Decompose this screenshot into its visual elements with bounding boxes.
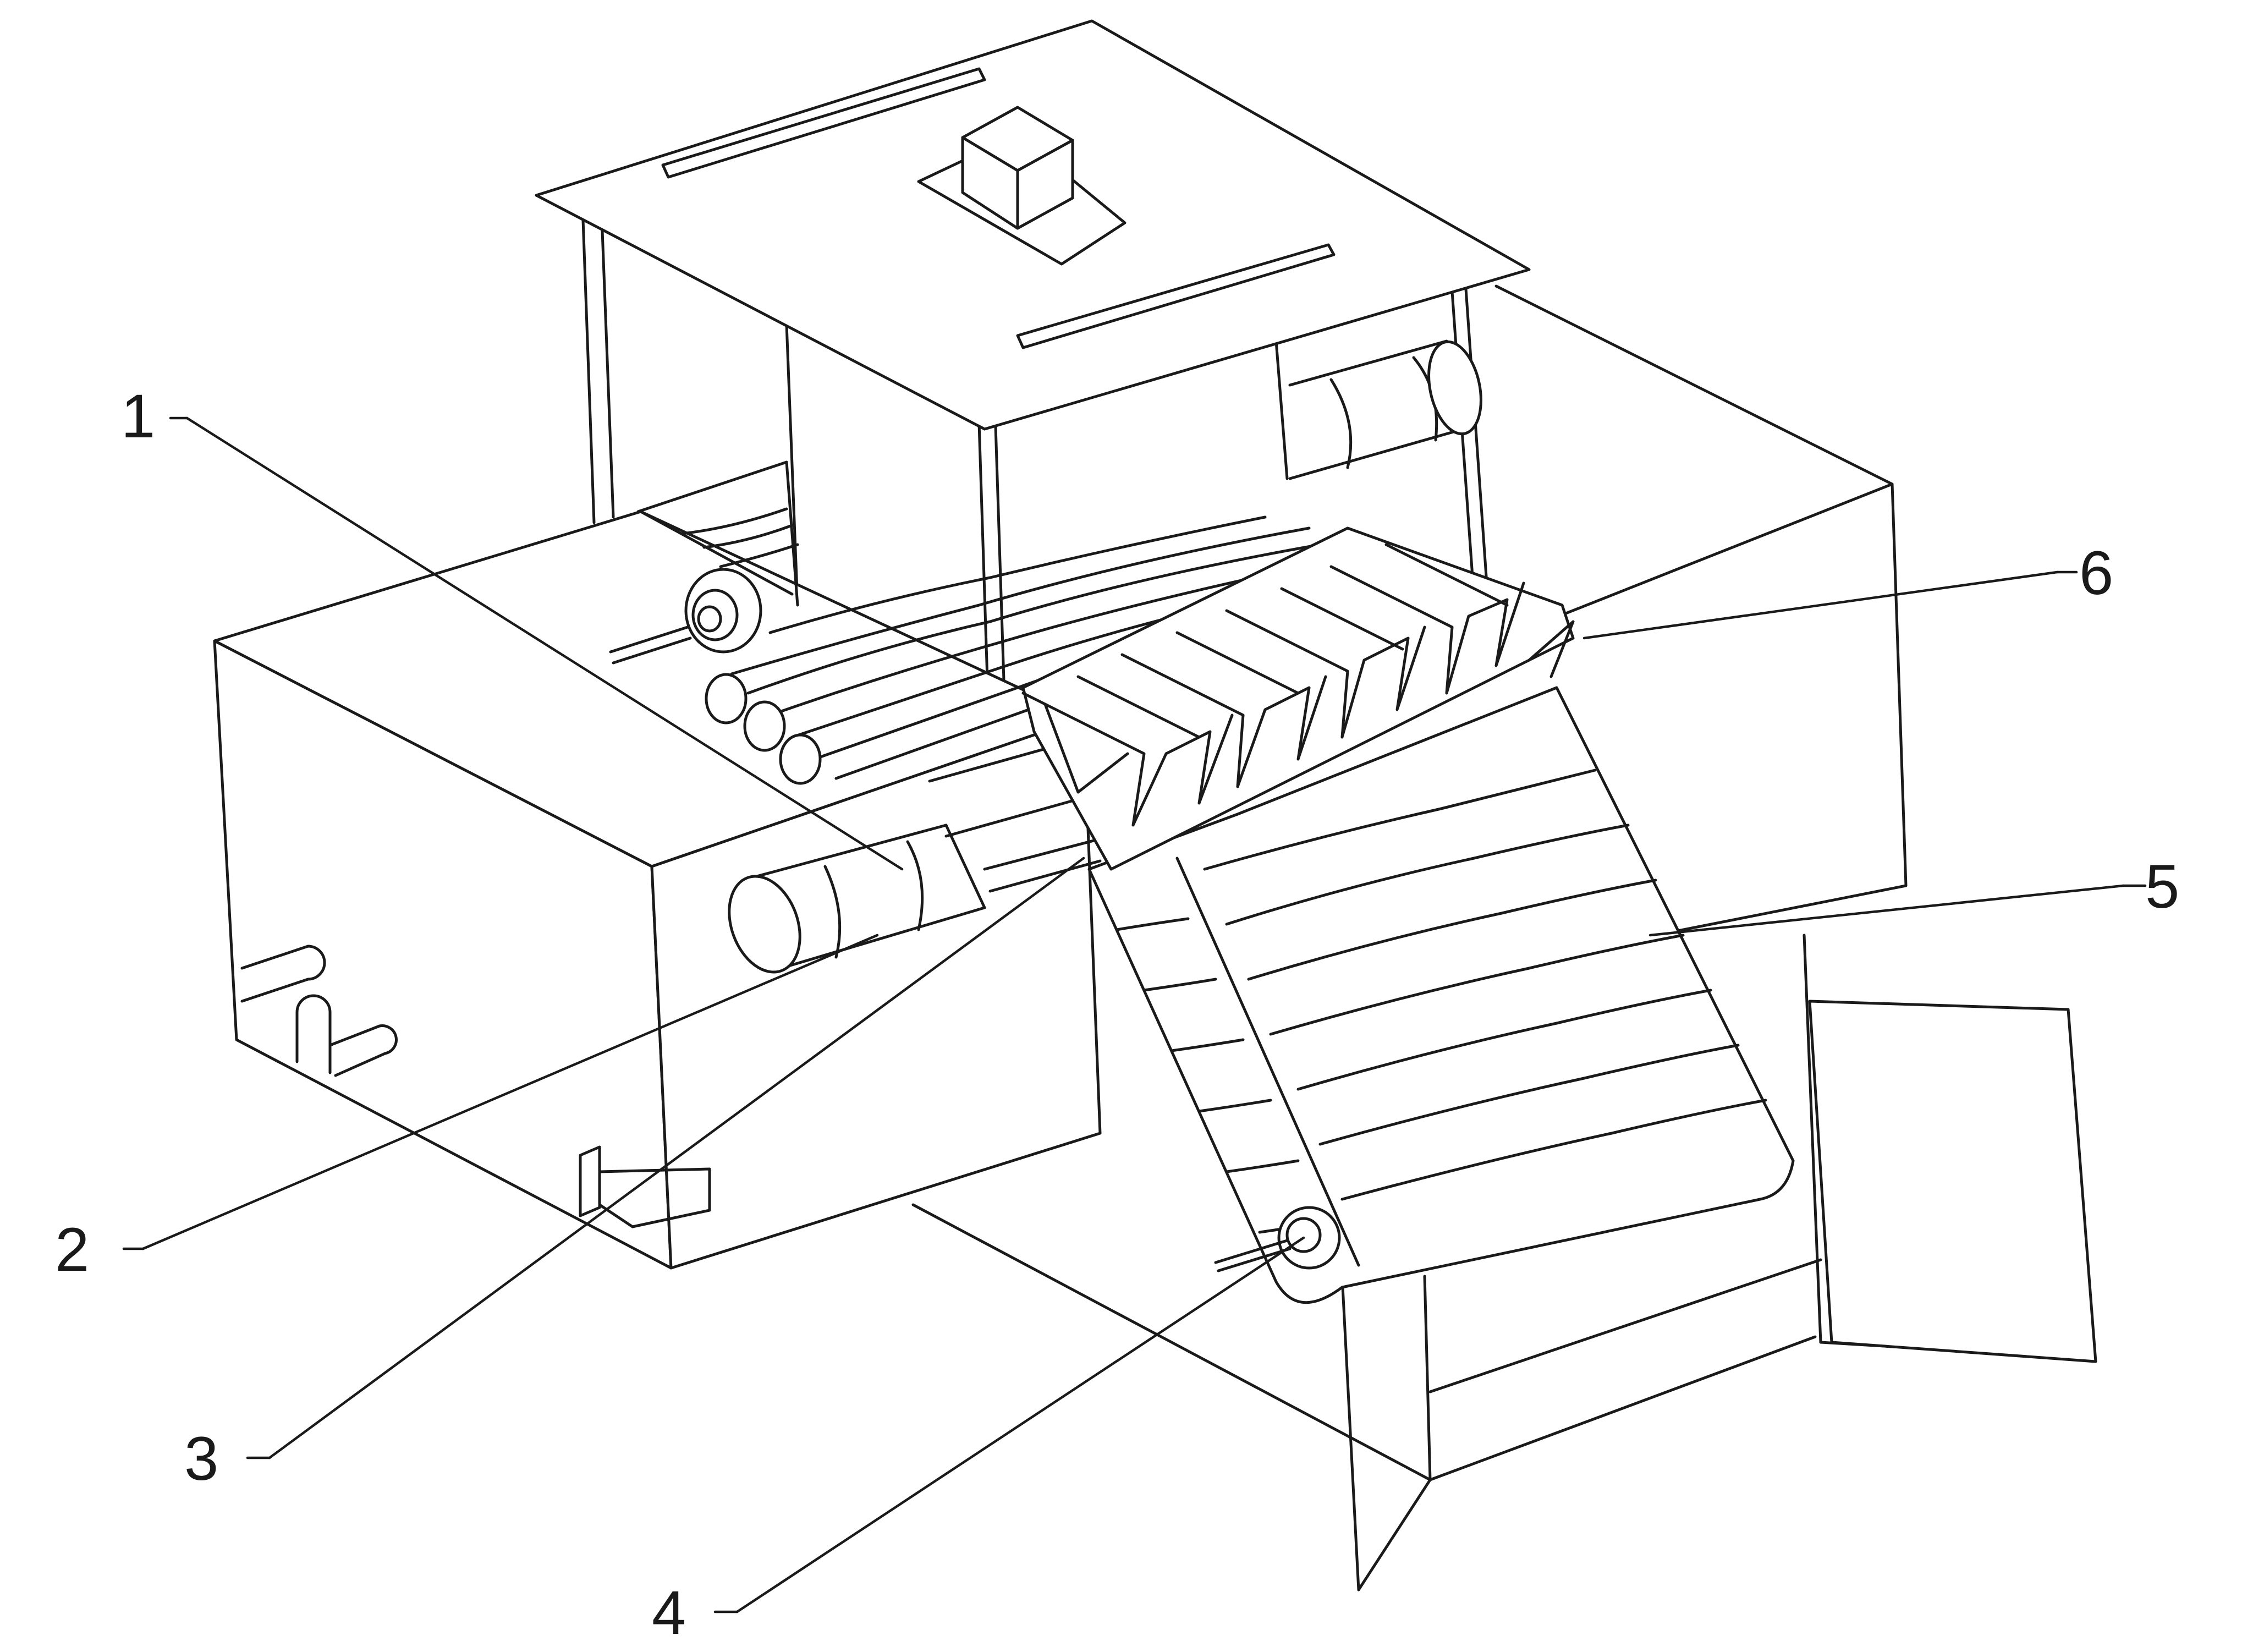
cutting-blades <box>1021 526 1575 871</box>
leader-lines <box>122 416 2147 1613</box>
left-pulley <box>609 568 762 665</box>
callout-4: 4 <box>652 1578 686 1647</box>
callout-1: 1 <box>121 382 155 451</box>
feed-strands <box>705 515 1349 785</box>
callout-3: 3 <box>184 1424 218 1493</box>
belt-conveyor <box>1087 686 1795 1304</box>
callout-2: 2 <box>55 1215 89 1284</box>
box-opening <box>636 460 799 607</box>
front-box <box>213 510 1102 1270</box>
side-door-panel <box>1808 1000 2097 1363</box>
front-roller <box>728 741 1102 974</box>
callout-labels: 1 2 3 4 5 6 <box>55 382 2179 1647</box>
top-motor <box>917 106 1126 266</box>
upper-roller <box>1288 339 1482 480</box>
callout-6: 6 <box>2079 539 2113 607</box>
side-ports <box>240 945 711 1228</box>
callout-5: 5 <box>2145 852 2179 921</box>
